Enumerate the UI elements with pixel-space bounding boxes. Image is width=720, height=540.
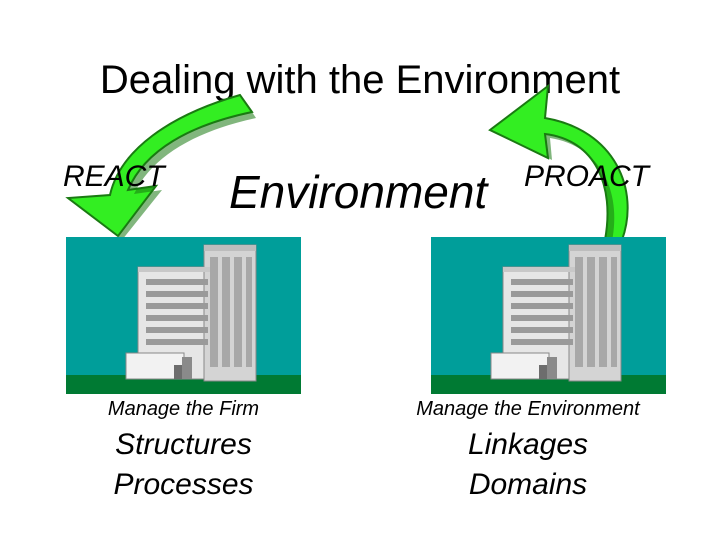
- right-items: Linkages Domains: [380, 425, 676, 505]
- left-items: Structures Processes: [66, 425, 301, 505]
- slide-title: Dealing with the Environment: [99, 58, 621, 102]
- environment-label: Environment: [229, 166, 488, 218]
- left-item: Processes: [113, 468, 254, 501]
- office-building-icon: [66, 237, 301, 394]
- office-building-icon: [431, 237, 666, 394]
- left-caption: Manage the Firm: [107, 398, 260, 420]
- proact-label: PROACT: [524, 160, 650, 193]
- right-item: Domains: [468, 468, 588, 501]
- right-item: Linkages: [467, 428, 589, 461]
- right-caption: Manage the Environment: [416, 398, 640, 420]
- left-item: Structures: [115, 428, 252, 461]
- react-label: REACT: [63, 160, 165, 193]
